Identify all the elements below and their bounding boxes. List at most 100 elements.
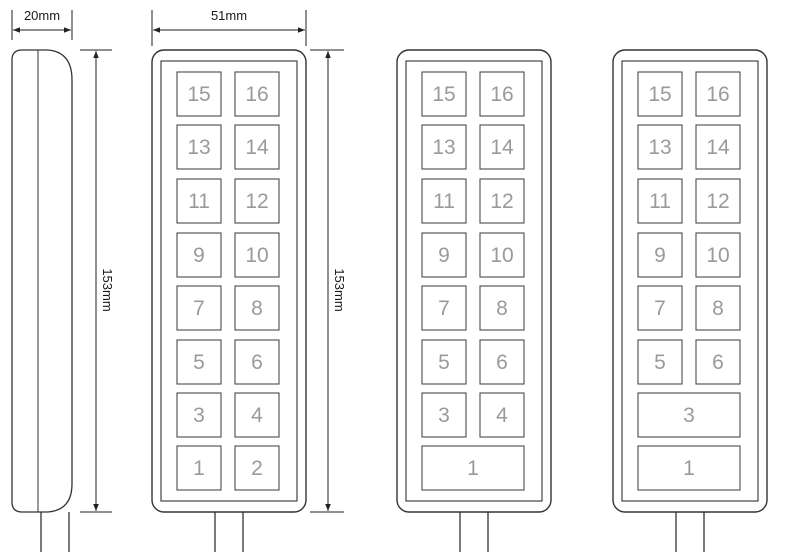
key-outline: [421, 339, 467, 385]
key-button[interactable]: 1: [637, 445, 741, 491]
side-view-body: [11, 49, 73, 513]
key-label: 15: [648, 83, 671, 106]
key-outline: [695, 232, 741, 278]
key-button[interactable]: 1: [421, 445, 525, 491]
key-outline: [695, 178, 741, 224]
key-outline: [234, 124, 280, 170]
key-label: 16: [490, 83, 513, 106]
key-button[interactable]: 12: [234, 178, 280, 224]
dimension-front-width: 51mm: [151, 8, 307, 46]
key-button[interactable]: 3: [421, 392, 467, 438]
key-button[interactable]: 16: [695, 71, 741, 117]
key-button[interactable]: 9: [637, 232, 683, 278]
key-button[interactable]: 15: [176, 71, 222, 117]
key-button[interactable]: 8: [234, 285, 280, 331]
key-label: 6: [712, 351, 724, 374]
key-button[interactable]: 8: [695, 285, 741, 331]
key-button[interactable]: 4: [234, 392, 280, 438]
key-button[interactable]: 5: [637, 339, 683, 385]
key-outline: [479, 339, 525, 385]
key-label: 13: [648, 136, 671, 159]
key-button[interactable]: 9: [421, 232, 467, 278]
key-button[interactable]: 14: [695, 124, 741, 170]
key-label: 11: [188, 190, 210, 213]
dimension-label-height-side: 153mm: [100, 268, 115, 311]
key-button[interactable]: 5: [421, 339, 467, 385]
key-button[interactable]: 9: [176, 232, 222, 278]
keypad-front-view: 15 16 13 14 11 12 9 10 7 8 5 6 3 4 1: [396, 49, 552, 552]
key-label: 15: [187, 83, 210, 106]
key-button[interactable]: 13: [176, 124, 222, 170]
key-outline: [695, 339, 741, 385]
key-label: 1: [193, 457, 205, 480]
key-outline: [695, 285, 741, 331]
key-button[interactable]: 14: [234, 124, 280, 170]
key-label: 6: [251, 351, 263, 374]
key-label: 6: [496, 351, 508, 374]
key-label: 8: [251, 297, 263, 320]
key-button[interactable]: 10: [234, 232, 280, 278]
key-button[interactable]: 13: [421, 124, 467, 170]
key-label: 12: [245, 190, 268, 213]
key-button[interactable]: 1: [176, 445, 222, 491]
keypad-front-view: 15 16 13 14 11 12 9 10 7 85 6 3 1: [612, 49, 768, 552]
key-label: 15: [432, 83, 455, 106]
key-outline: [637, 124, 683, 170]
key-label: 9: [438, 244, 450, 267]
key-button[interactable]: 7: [637, 285, 683, 331]
key-button[interactable]: 10: [695, 232, 741, 278]
key-button[interactable]: 5: [176, 339, 222, 385]
key-label: 10: [245, 244, 268, 267]
key-label: 8: [496, 297, 508, 320]
key-button[interactable]: 12: [479, 178, 525, 224]
key-button[interactable]: 14: [479, 124, 525, 170]
key-button[interactable]: 16: [234, 71, 280, 117]
key-outline: [637, 339, 683, 385]
key-label: 16: [245, 83, 268, 106]
key-label: 12: [490, 190, 513, 213]
key-label: 4: [496, 404, 508, 427]
key-button[interactable]: 11: [637, 178, 683, 224]
key-outline: [637, 392, 741, 438]
key-button[interactable]: 6: [234, 339, 280, 385]
key-outline: [176, 178, 222, 224]
key-button[interactable]: 6: [695, 339, 741, 385]
key-label: 7: [654, 297, 666, 320]
key-outline: [695, 124, 741, 170]
key-label: 9: [193, 244, 205, 267]
key-outline: [695, 71, 741, 117]
key-button[interactable]: 2: [234, 445, 280, 491]
key-outline: [421, 71, 467, 117]
key-outline: [234, 178, 280, 224]
key-button[interactable]: 6: [479, 339, 525, 385]
dimension-label-front-width: 51mm: [211, 8, 247, 23]
key-button[interactable]: 15: [421, 71, 467, 117]
key-button[interactable]: 7: [421, 285, 467, 331]
key-button[interactable]: 13: [637, 124, 683, 170]
key-button[interactable]: 10: [479, 232, 525, 278]
key-button[interactable]: 16: [479, 71, 525, 117]
key-button[interactable]: 3: [637, 392, 741, 438]
key-button[interactable]: 11: [421, 178, 467, 224]
key-outline: [479, 71, 525, 117]
key-outline: [479, 232, 525, 278]
key-button[interactable]: 8: [479, 285, 525, 331]
key-button[interactable]: 11: [176, 178, 222, 224]
key-outline: [421, 232, 467, 278]
keypad-housing: [151, 49, 307, 513]
key-label: 3: [438, 404, 450, 427]
key-label: 1: [683, 457, 695, 480]
key-button[interactable]: 4: [479, 392, 525, 438]
key-button[interactable]: 15: [637, 71, 683, 117]
key-label: 14: [245, 136, 269, 159]
key-label: 9: [654, 244, 666, 267]
key-outline: [176, 285, 222, 331]
key-button[interactable]: 12: [695, 178, 741, 224]
keypad-faceplate: [405, 60, 543, 502]
key-button[interactable]: 3: [176, 392, 222, 438]
key-label: 3: [683, 404, 695, 427]
key-label: 1: [467, 457, 479, 480]
dimension-height-front: 153mm: [310, 49, 347, 513]
key-button[interactable]: 7: [176, 285, 222, 331]
